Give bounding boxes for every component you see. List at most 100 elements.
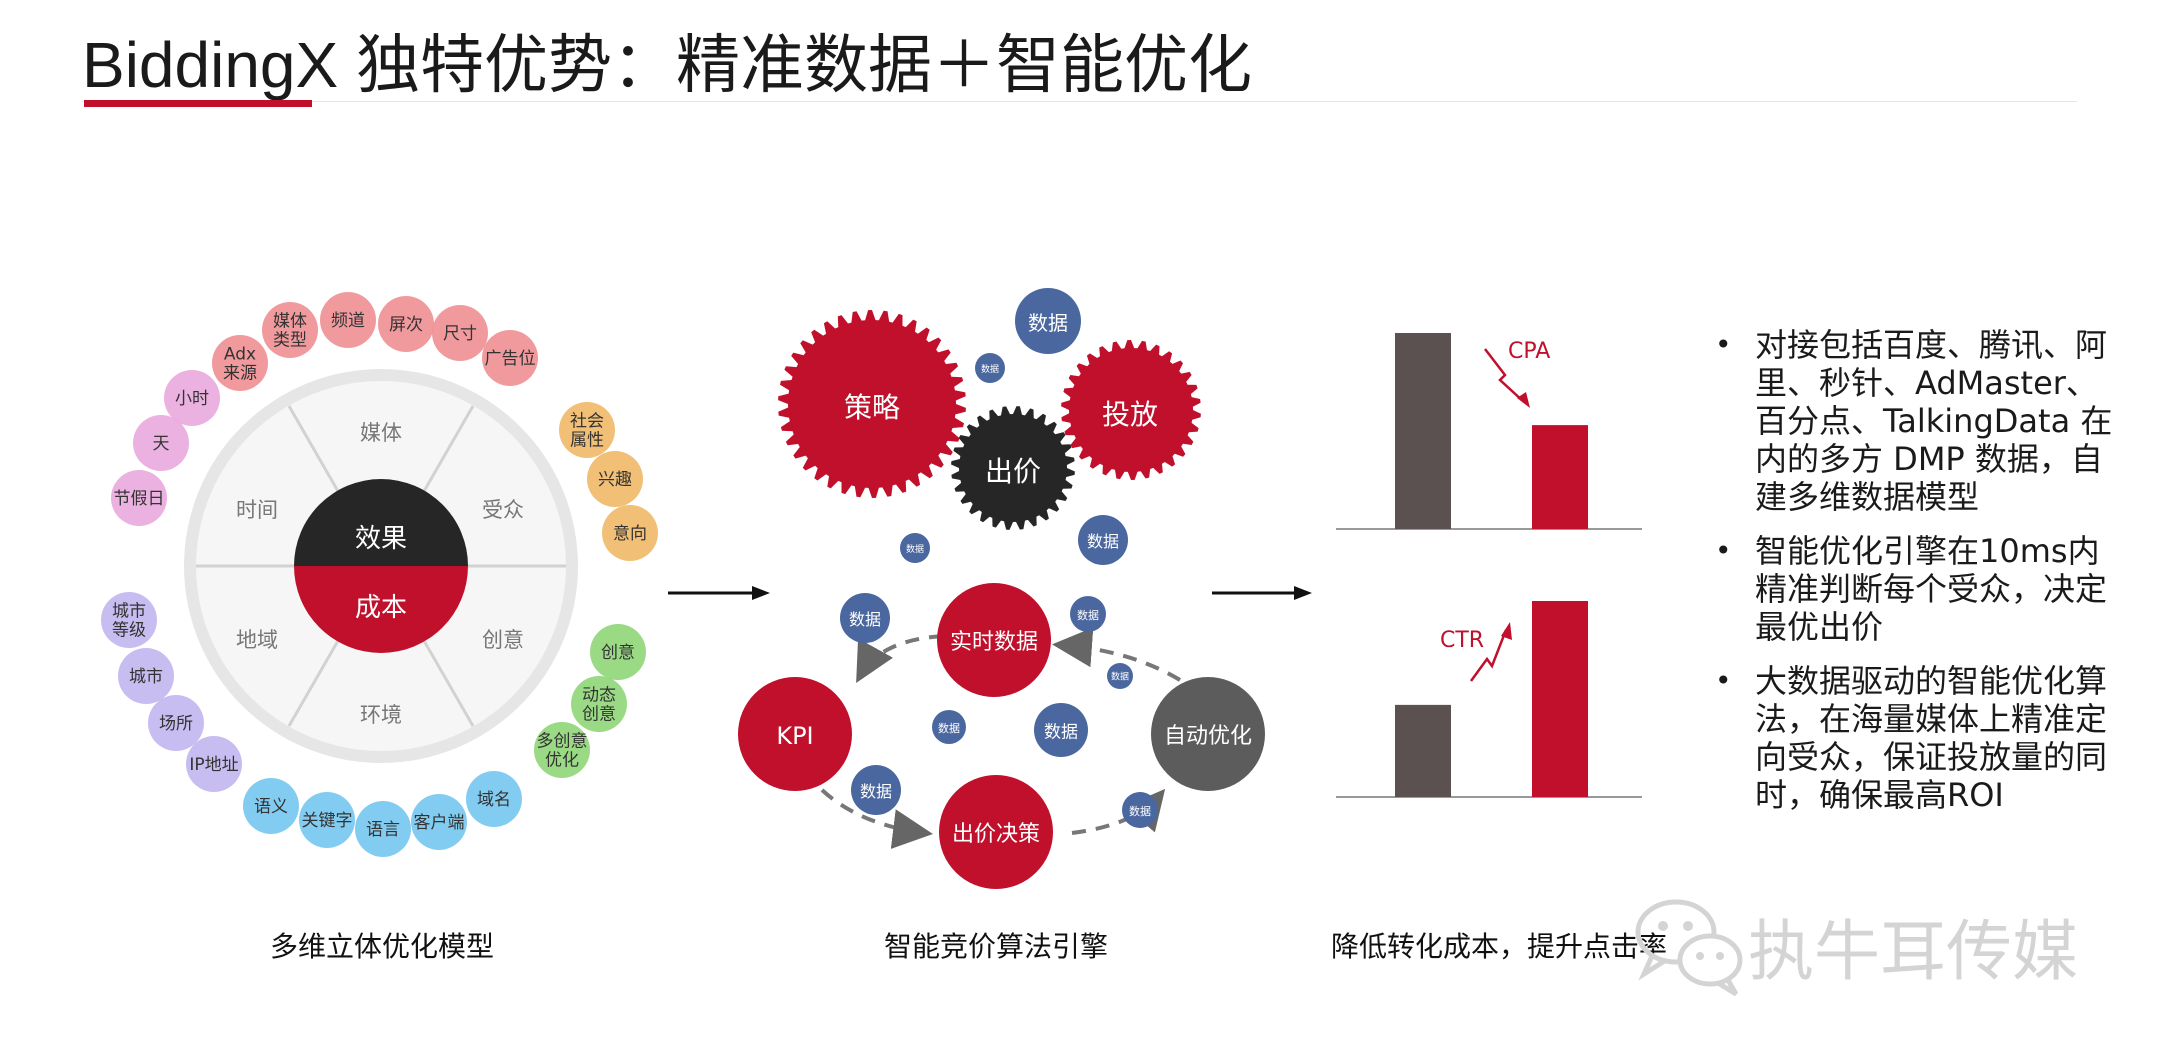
outer-circle-item: 频道 xyxy=(320,292,376,348)
data-dot: 数据 xyxy=(932,710,966,744)
outer-circle-item: 创意 xyxy=(590,624,646,680)
outer-circle-label: 来源 xyxy=(223,364,257,384)
outer-circle-item: 广告位 xyxy=(482,330,538,386)
data-dot: 数据 xyxy=(1070,596,1106,632)
outer-circle-label: IP地址 xyxy=(189,755,238,775)
outer-circle-label: 节假日 xyxy=(114,489,165,509)
outer-circle-item: 域名 xyxy=(466,771,522,827)
outer-circle-label: 媒体 xyxy=(273,312,307,332)
advantage-item-bigdata: 大数据驱动的智能优化算法，在海量媒体上精准定向受众，保证投放量的同时，确保最高R… xyxy=(1715,662,2125,814)
data-dot-label: 数据 xyxy=(906,543,924,555)
panel-arrows xyxy=(668,586,1312,600)
cycle-label-realtime: 实时数据 xyxy=(950,630,1038,655)
cycle-node-auto xyxy=(1151,677,1265,791)
outer-circle-label: 广告位 xyxy=(485,349,536,369)
bar-cpa-after xyxy=(1532,425,1588,529)
data-dot: 数据 xyxy=(1122,792,1158,828)
data-dot-label: 数据 xyxy=(1111,671,1129,683)
outer-circle-item: 关键字 xyxy=(299,792,355,848)
data-dot: 数据 xyxy=(851,765,901,815)
outer-circle-item: 节假日 xyxy=(111,470,167,526)
delivery-gear: 投放 xyxy=(1061,340,1201,480)
outer-circle-item: 客户端 xyxy=(411,794,467,850)
data-dot: 数据 xyxy=(1107,663,1133,689)
outer-circle-label: 语言 xyxy=(366,820,400,840)
data-dot-label: 数据 xyxy=(849,610,881,629)
segment-label-time: 时间 xyxy=(236,498,278,522)
data-dot-label: 数据 xyxy=(1044,723,1078,743)
title-accent-bar xyxy=(84,100,312,107)
data-dot: 数据 xyxy=(900,533,930,563)
outer-circle-label: 客户端 xyxy=(414,813,465,833)
outer-circle-label: 动态 xyxy=(582,686,616,706)
data-dot-label: 数据 xyxy=(1087,532,1119,551)
data-dot: 数据 xyxy=(1078,515,1128,565)
cycle-label-kpi: KPI xyxy=(776,722,813,750)
outer-circle-label: 语义 xyxy=(254,797,288,817)
outer-circle-label: 场所 xyxy=(159,714,193,734)
cycle-node-kpi xyxy=(738,677,852,791)
outer-circle-label: 优化 xyxy=(545,751,579,771)
outer-circle-label: 尺寸 xyxy=(443,324,477,344)
caption-effect: 降低转化成本，提升点击率 xyxy=(1331,930,1668,963)
wechat-icon xyxy=(1635,899,1743,997)
gear-label-delivery: 投放 xyxy=(1102,398,1158,431)
page-title: BiddingX 独特优势：精准数据＋智能优化 xyxy=(82,29,1252,101)
wheel-center-top-label: 效果 xyxy=(355,524,407,554)
engine-diagram: 策略 投放 出价 数据数据数据数据数据数据数据数据数据数据数据 实时数据 KPI… xyxy=(738,288,1265,889)
segment-label-creative: 创意 xyxy=(482,628,524,652)
outer-circles: 节假日天小时Adx来源媒体类型频道屏次尺寸广告位社会属性兴趣意向创意动态创意多创… xyxy=(101,292,658,857)
outer-circle-label: 创意 xyxy=(601,643,635,663)
bar-comparison: CPA CTR xyxy=(1336,333,1642,798)
wheel-center-cost xyxy=(294,566,468,653)
segment-label-environment: 环境 xyxy=(360,703,402,727)
outer-circle-label: 创意 xyxy=(582,705,616,725)
outer-circle-label: 频道 xyxy=(331,311,365,331)
wheel-center-effect xyxy=(294,479,468,566)
cycle-node-decision xyxy=(939,775,1053,889)
data-dot-label: 数据 xyxy=(938,721,960,735)
outer-circle-label: 域名 xyxy=(477,790,511,810)
cycle-node-realtime xyxy=(937,583,1051,697)
outer-circle-item: 城市 xyxy=(118,648,174,704)
outer-circle-label: 意向 xyxy=(613,524,647,544)
data-dots: 数据数据数据数据数据数据数据数据数据数据数据 xyxy=(840,288,1158,828)
advantage-list: 对接包括百度、腾讯、阿里、秒针、AdMaster、百分点、TalkingData… xyxy=(1715,326,2125,830)
outer-circle-label: 小时 xyxy=(175,389,209,409)
data-dot-label: 数据 xyxy=(1129,804,1151,818)
outer-circle-label: 关键字 xyxy=(302,811,353,831)
data-dot: 数据 xyxy=(975,353,1005,383)
segment-label-media: 媒体 xyxy=(360,421,402,445)
strategy-gear: 策略 xyxy=(778,310,966,498)
bid-gear: 出价 xyxy=(951,406,1075,530)
gear-label-strategy: 策略 xyxy=(844,391,900,424)
outer-circle-label: 属性 xyxy=(570,431,604,451)
data-dot-label: 数据 xyxy=(1077,608,1099,622)
outer-circle-label: 多创意 xyxy=(537,732,588,752)
bar-ctr-after xyxy=(1532,601,1588,797)
outer-circle-item: 屏次 xyxy=(378,296,434,352)
watermark-text: 执牛耳传媒 xyxy=(1748,913,2078,990)
data-dot: 数据 xyxy=(840,593,890,643)
ctr-trend-arrow xyxy=(1469,629,1508,682)
cycle-label-auto: 自动优化 xyxy=(1164,724,1252,749)
outer-circle-label: 兴趣 xyxy=(598,470,632,490)
data-dot-label: 数据 xyxy=(1028,311,1068,335)
bar-cpa-before xyxy=(1395,333,1451,529)
bar-ctr-before xyxy=(1395,704,1451,797)
segment-label-region: 地域 xyxy=(236,628,278,652)
data-dot: 数据 xyxy=(1015,288,1081,354)
outer-circle-item: 意向 xyxy=(602,505,658,561)
ctr-label: CTR xyxy=(1440,628,1484,653)
cpa-label: CPA xyxy=(1508,339,1550,364)
data-dot-label: 数据 xyxy=(981,363,999,375)
title-divider xyxy=(82,101,2077,102)
wheel-center-bottom-label: 成本 xyxy=(355,593,407,623)
outer-circle-label: 天 xyxy=(153,434,170,454)
outer-circle-item: 小时 xyxy=(164,370,220,426)
outer-circle-label: 城市 xyxy=(112,602,146,622)
data-dot-label: 数据 xyxy=(860,782,892,801)
